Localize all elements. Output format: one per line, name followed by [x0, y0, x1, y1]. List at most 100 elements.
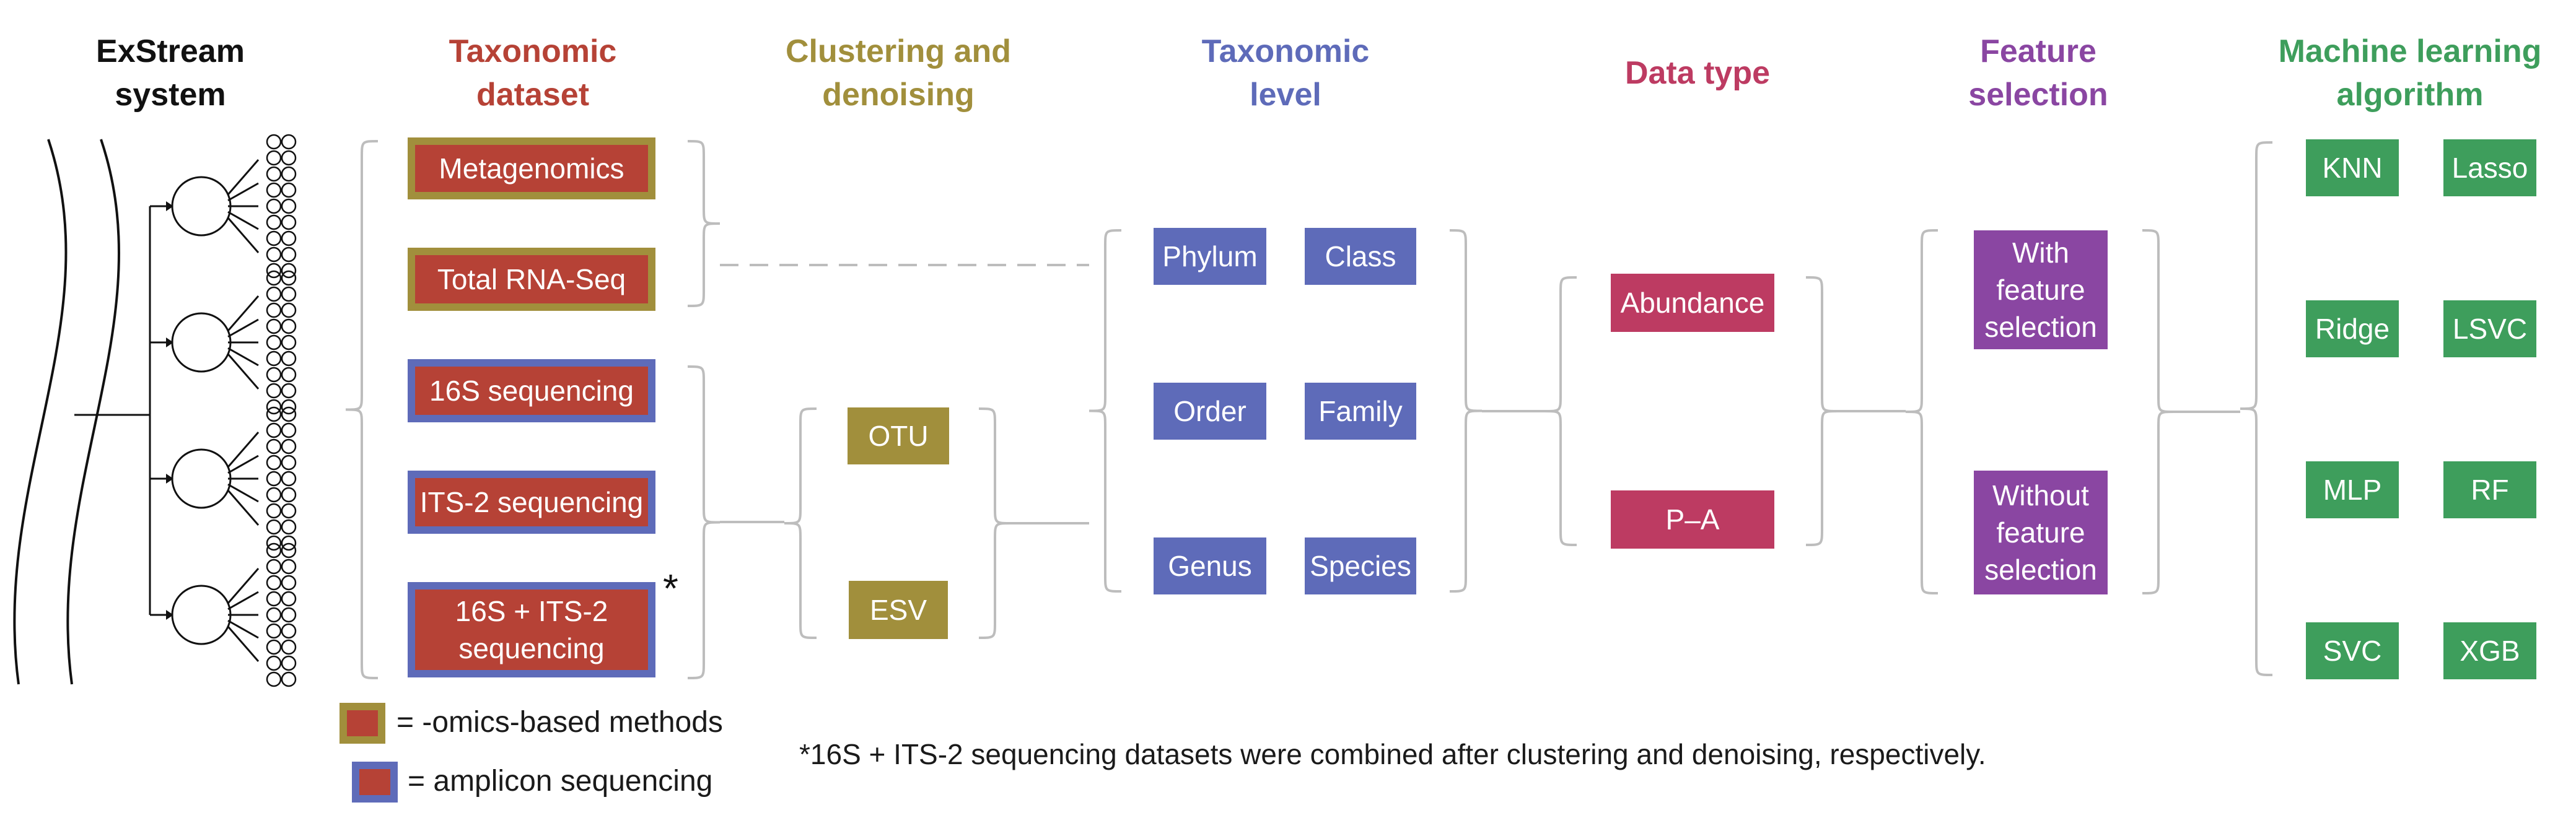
taxa-node: [281, 383, 297, 399]
exstream-network: [74, 134, 297, 687]
footnote-asterisk: *: [663, 566, 678, 611]
taxa-node: [281, 334, 297, 350]
legend-omics-label: = -omics-based methods: [396, 706, 723, 739]
feature-selection-header: Feature selection: [1968, 33, 2108, 113]
taxa-node: [281, 134, 297, 150]
taxa-node: [266, 438, 282, 455]
taxa-node: [281, 639, 297, 655]
bracket-levels-right: [1449, 229, 1483, 593]
datatype-abundance: Abundance: [1611, 274, 1774, 332]
algorithm-lasso: Lasso: [2443, 139, 2536, 196]
taxa-node: [266, 334, 282, 350]
arrow-head: [166, 337, 173, 347]
level-family: Family: [1305, 383, 1416, 440]
footnote: *16S + ITS-2 sequencing datasets were co…: [799, 738, 1986, 770]
bracket-datatype-left: [1544, 276, 1577, 546]
taxa-node: [281, 286, 297, 302]
machine-learning-header: Machine learning algorithm: [2278, 33, 2542, 113]
fan-line: [227, 211, 259, 230]
exstream-system-header: ExStream system: [96, 33, 245, 113]
taxa-node: [266, 455, 282, 471]
datatype-presence-absence: P–A: [1611, 490, 1774, 549]
taxa-node: [281, 150, 297, 166]
taxa-node: [266, 542, 282, 559]
taxa-node: [266, 198, 282, 214]
bracket-clustering-left: [784, 407, 817, 639]
fan-line: [227, 159, 260, 196]
taxa-node: [266, 214, 282, 230]
taxa-node: [281, 166, 297, 182]
level-species: Species: [1305, 537, 1416, 594]
legend-omics-swatch: [340, 703, 385, 744]
fan-line: [227, 295, 260, 332]
bracket-feature-left: [1905, 229, 1939, 594]
taxa-node: [281, 198, 297, 214]
taxa-node: [266, 399, 282, 415]
taxa-node: [281, 302, 297, 318]
feature-without-selection: Without feature selection: [1974, 471, 2108, 594]
taxa-node: [266, 270, 282, 286]
bracket-datatype-right: [1805, 276, 1839, 546]
taxa-node: [281, 367, 297, 383]
fan-line: [227, 318, 259, 338]
taxa-node: [266, 623, 282, 639]
fan-line: [227, 625, 260, 662]
feature-with-selection: With feature selection: [1974, 230, 2108, 349]
arrow-head: [166, 201, 173, 211]
taxa-node: [266, 166, 282, 182]
taxa-node: [281, 270, 297, 286]
river-line-right: [66, 139, 120, 685]
site-node: [171, 312, 232, 373]
taxa-node: [281, 214, 297, 230]
dataset-metagenomics: Metagenomics: [408, 137, 655, 199]
taxonomic-dataset-header: Taxonomic dataset: [449, 33, 617, 113]
taxa-node: [281, 623, 297, 639]
taxa-node: [266, 367, 282, 383]
taxa-node: [281, 519, 297, 535]
river-line-left: [13, 139, 68, 685]
fan-line: [227, 217, 260, 253]
taxa-node: [266, 422, 282, 438]
algorithm-mlp: MLP: [2306, 461, 2399, 518]
bracket-clustering-right: [978, 407, 1012, 639]
algorithm-knn: KNN: [2306, 139, 2399, 196]
taxa-node: [266, 286, 282, 302]
dataset-16s-sequencing: 16S sequencing: [408, 359, 655, 422]
arrow-head: [166, 610, 173, 620]
taxa-node: [266, 607, 282, 623]
clustering-otu: OTU: [848, 407, 949, 464]
taxa-node: [266, 230, 282, 246]
taxa-node: [266, 246, 282, 263]
exstream-river-lines: [13, 139, 120, 685]
level-genus: Genus: [1154, 537, 1266, 594]
taxa-node: [266, 182, 282, 198]
fan-line: [227, 455, 259, 474]
site-node: [171, 585, 232, 645]
fan-line: [227, 489, 260, 526]
taxa-node: [266, 302, 282, 318]
taxa-node: [266, 591, 282, 607]
fan-line: [227, 591, 259, 611]
taxa-node: [266, 406, 282, 422]
taxa-node: [281, 263, 297, 279]
taxa-node: [281, 607, 297, 623]
taxa-node: [266, 134, 282, 150]
fan-line: [227, 182, 259, 202]
taxa-node: [266, 503, 282, 519]
level-class: Class: [1305, 228, 1416, 285]
taxa-node: [266, 471, 282, 487]
taxa-node: [266, 535, 282, 551]
clustering-denoising-header: Clustering and denoising: [785, 33, 1012, 113]
algorithm-ridge: Ridge: [2306, 300, 2399, 357]
taxa-node: [281, 503, 297, 519]
fan-line: [227, 483, 259, 503]
taxa-node: [266, 559, 282, 575]
clustering-esv: ESV: [849, 581, 948, 639]
taxa-node: [281, 542, 297, 559]
bracket-ml-left: [2240, 141, 2273, 676]
legend-amplicon-swatch: [352, 762, 398, 803]
taxa-node: [281, 422, 297, 438]
level-order: Order: [1154, 383, 1266, 440]
